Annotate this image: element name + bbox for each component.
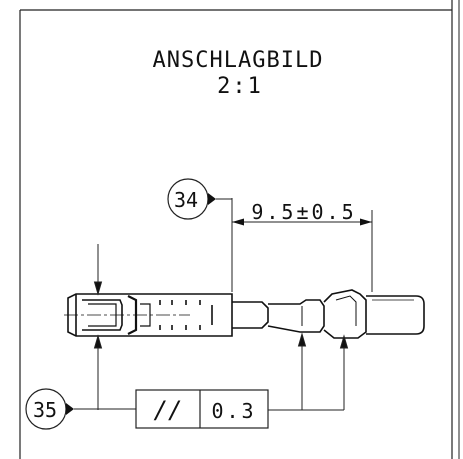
view-scale: 2:1 [217,74,263,99]
balloon-34-label: 34 [174,188,198,212]
tolerance-value: 0.3 [211,399,256,423]
terminal-part [64,289,425,339]
height-dimension [93,244,103,410]
tolerance-35: 35 // 0.3 [25,388,269,430]
crimp-reference-arrows [268,332,349,411]
balloon-35-pointer [66,403,74,415]
balloon-35-label: 35 [33,398,57,422]
parallelism-symbol: // [154,396,183,424]
dimension-text: 9.5±0.5 [251,200,356,224]
dimension-34: 34 9.5±0.5 [167,178,373,292]
sheet-frame [19,0,460,459]
view-title: ANSCHLAGBILD [153,48,324,73]
balloon-34-pointer [208,193,216,205]
feature-control-frame [135,389,269,429]
